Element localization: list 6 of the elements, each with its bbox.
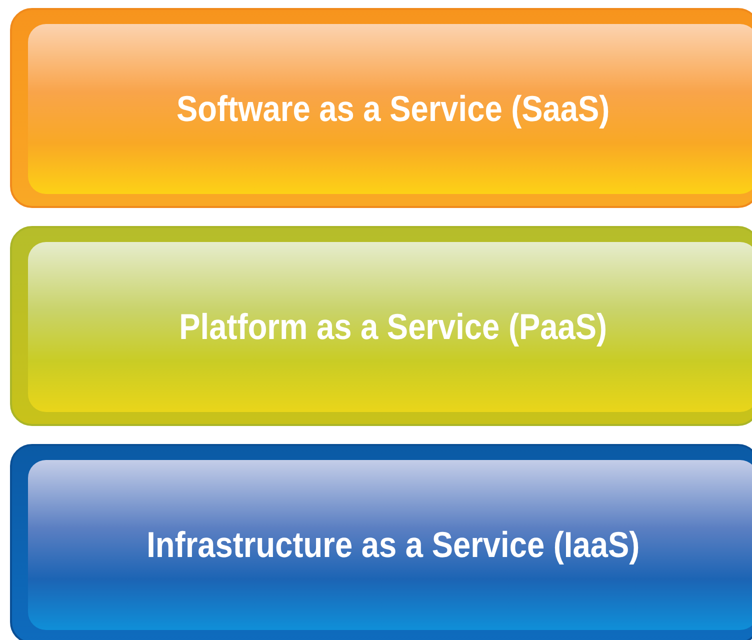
layer-title: Platform as a Service (PaaS) [179,306,607,348]
layer-title: Infrastructure as a Service (IaaS) [146,524,640,566]
layer-box [10,8,752,208]
layer-box [10,444,752,640]
layer-box [10,226,752,426]
layer-title: Software as a Service (SaaS) [176,88,610,130]
